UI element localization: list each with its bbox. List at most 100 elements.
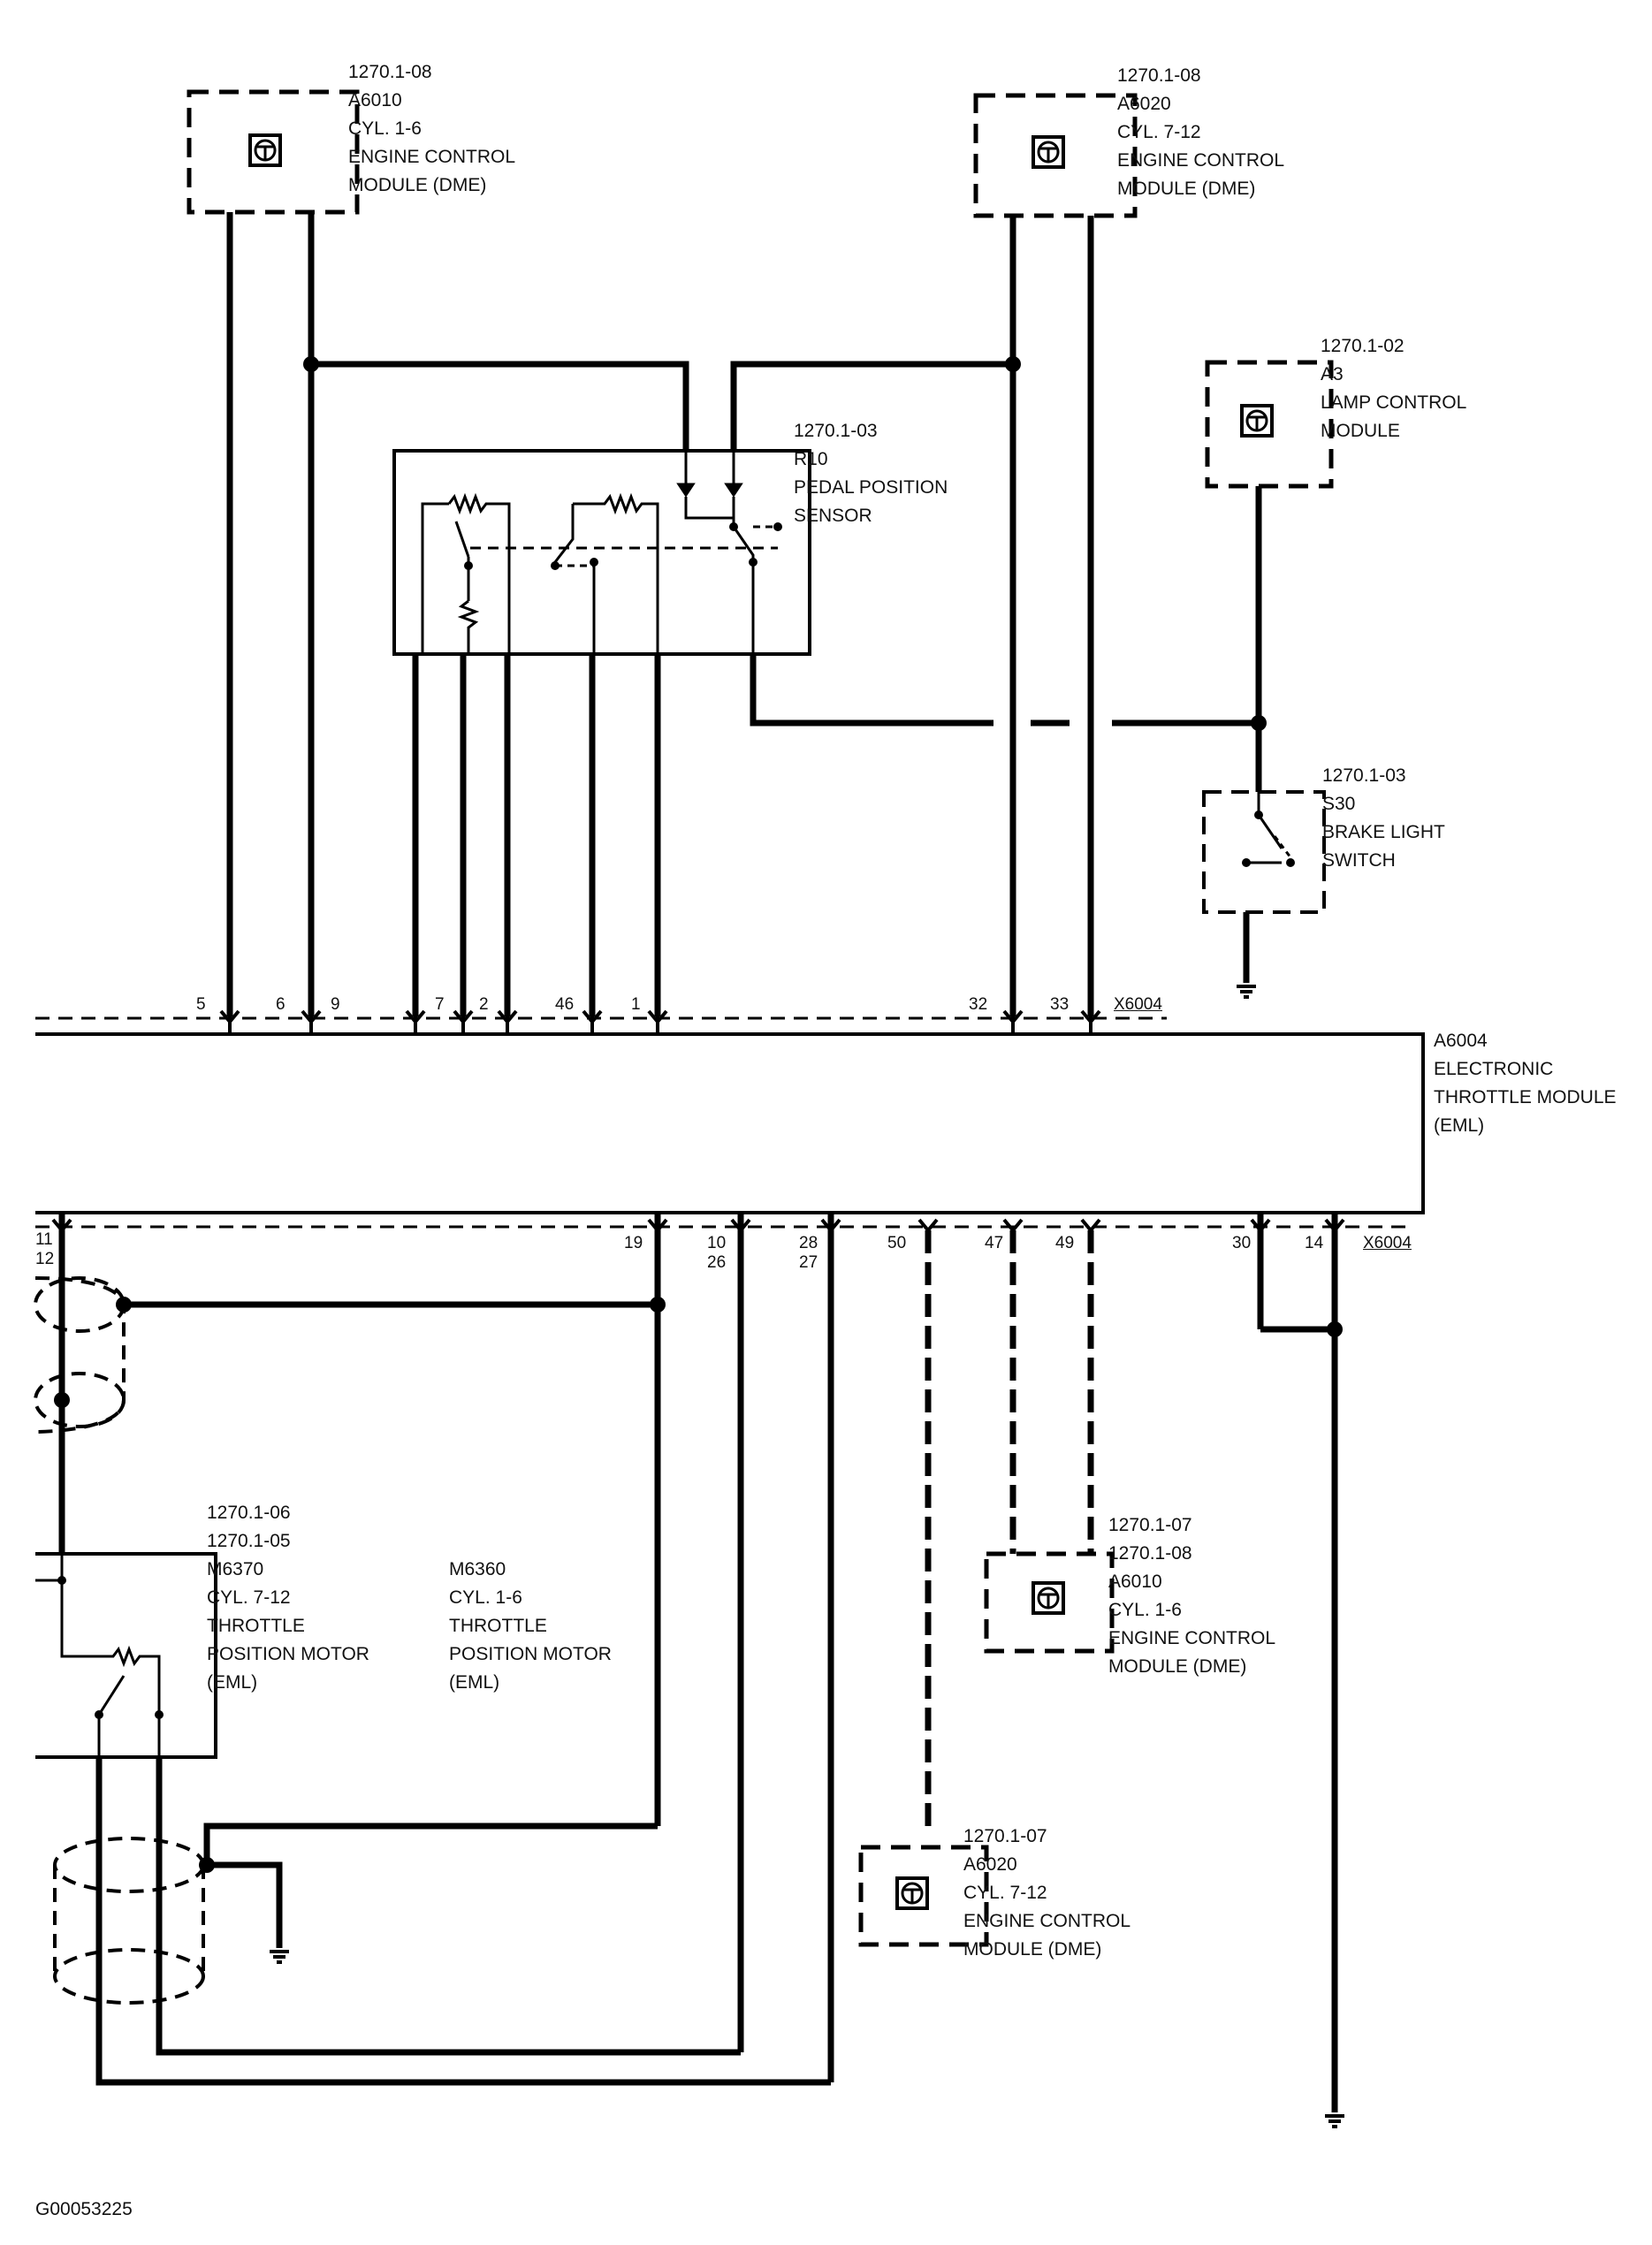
line-2: ENGINE CONTROL [348, 147, 516, 167]
pin-10: 10 [707, 1234, 727, 1252]
connector-label-top: X6004 [1114, 995, 1162, 1014]
line-1: ELECTRONIC [1434, 1059, 1554, 1079]
line-3: MODULE (DME) [1108, 1656, 1247, 1677]
ref: 1270.1-07 [963, 1826, 1047, 1846]
line-3: MODULE (DME) [1117, 179, 1256, 199]
line-2: THROTTLE [449, 1616, 547, 1636]
id: A3 [1321, 364, 1344, 384]
line-2: MODULE [1321, 421, 1400, 441]
m6370-internals [35, 1554, 161, 1757]
m6370-label: 1270.1-06 1270.1-05 M6370 CYL. 7-12 THRO… [207, 1499, 369, 1697]
pin-28: 28 [799, 1234, 818, 1252]
ground-pin14 [1323, 2114, 1346, 2128]
line-1: BRAKE LIGHT [1322, 822, 1445, 842]
a6004-box [35, 1032, 1425, 1214]
pin-50: 50 [887, 1234, 907, 1252]
line-1: CYL. 7-12 [207, 1587, 291, 1608]
ref-2: 1270.1-05 [207, 1531, 291, 1551]
bottom-junctions [54, 1297, 1343, 1873]
pin-26: 26 [707, 1253, 727, 1272]
a3-box [1205, 360, 1334, 489]
a6010-bottom-box [984, 1551, 1115, 1654]
pin-6: 6 [276, 995, 285, 1014]
line-1: PEDAL POSITION [794, 477, 948, 498]
pin-33: 33 [1050, 995, 1070, 1014]
pin-32: 32 [969, 995, 988, 1014]
pin-46: 46 [555, 995, 575, 1014]
line-3: POSITION MOTOR [449, 1644, 612, 1664]
ground-s30 [1235, 985, 1258, 999]
a3-symbol [1240, 404, 1274, 438]
line-2: THROTTLE [207, 1616, 305, 1636]
line-2: SWITCH [1322, 850, 1396, 871]
pin-9: 9 [331, 995, 340, 1014]
ref: 1270.1-02 [1321, 336, 1405, 356]
pin-14: 14 [1305, 1234, 1324, 1252]
ref: 1270.1-08 [1117, 65, 1201, 86]
line-3: MODULE (DME) [963, 1939, 1102, 1960]
s30-label: 1270.1-03 S30 BRAKE LIGHT SWITCH [1322, 762, 1445, 875]
line-2: THROTTLE MODULE [1434, 1087, 1617, 1107]
bottom-dashed-wires [925, 1230, 1094, 1826]
a6010-bottom-symbol [1032, 1581, 1065, 1615]
a6004-label: A6004 ELECTRONIC THROTTLE MODULE (EML) [1434, 1027, 1617, 1140]
m6360-label: M6360 CYL. 1-6 THROTTLE POSITION MOTOR (… [449, 1556, 612, 1697]
pin-5: 5 [196, 995, 206, 1014]
a6020-bottom-symbol [895, 1876, 929, 1910]
id: A6020 [1117, 94, 1171, 114]
shield-top [34, 1276, 126, 1434]
r10-label: 1270.1-03 R10 PEDAL POSITION SENSOR [794, 417, 948, 530]
ref-1: 1270.1-07 [1108, 1515, 1192, 1535]
ref-2: 1270.1-08 [1108, 1543, 1192, 1564]
m6370-dots [57, 1576, 164, 1719]
m6370-box [35, 1552, 217, 1759]
figure-id: G00053225 [35, 2199, 133, 2219]
id: M6370 [207, 1559, 264, 1579]
bottom-wires [58, 1213, 1338, 2112]
line-1: CYL. 7-12 [963, 1883, 1047, 1903]
s30-box [1202, 790, 1326, 914]
id: A6020 [963, 1854, 1017, 1875]
pin-1: 1 [631, 995, 641, 1014]
top-pin-ticks [219, 1009, 1101, 1034]
a6010-top-symbol [248, 133, 282, 167]
bottom-pin-ticks [51, 1218, 1345, 1234]
id: S30 [1322, 794, 1356, 814]
line-1: CYL. 1-6 [449, 1587, 522, 1608]
pin-27: 27 [799, 1253, 818, 1272]
id: M6360 [449, 1559, 506, 1579]
ref: 1270.1-03 [1322, 765, 1406, 786]
id: R10 [794, 449, 828, 469]
s30-internals [1246, 792, 1292, 864]
line-4: (EML) [207, 1672, 258, 1693]
pin-12: 12 [35, 1250, 55, 1268]
id: A6010 [348, 90, 402, 110]
line-2: SENSOR [794, 506, 872, 526]
a6010-top-box [187, 89, 360, 215]
pin-47: 47 [985, 1234, 1004, 1252]
line-1: CYL. 1-6 [348, 118, 422, 139]
ground-shield [268, 1950, 291, 1964]
id: A6004 [1434, 1031, 1488, 1051]
ref: 1270.1-08 [348, 62, 432, 82]
a6020-bottom-label: 1270.1-07 A6020 CYL. 7-12 ENGINE CONTROL… [963, 1823, 1131, 1964]
ref-1: 1270.1-06 [207, 1503, 291, 1523]
a6010-top-label: 1270.1-08 A6010 CYL. 1-6 ENGINE CONTROL … [348, 58, 515, 200]
line-1: CYL. 1-6 [1108, 1600, 1182, 1620]
r10-dots [464, 522, 782, 570]
r10-box [392, 449, 811, 656]
pin-2: 2 [479, 995, 489, 1014]
pin-49: 49 [1055, 1234, 1075, 1252]
s30-dots [1242, 810, 1295, 867]
line-2: ENGINE CONTROL [1108, 1628, 1276, 1648]
id: A6010 [1108, 1572, 1162, 1592]
pin-19: 19 [624, 1234, 643, 1252]
ref: 1270.1-03 [794, 421, 878, 441]
line-3: (EML) [1434, 1115, 1485, 1136]
line-3: MODULE (DME) [348, 175, 487, 195]
a6020-top-box [973, 93, 1138, 218]
pin-7: 7 [435, 995, 445, 1014]
line-2: ENGINE CONTROL [1117, 150, 1285, 171]
